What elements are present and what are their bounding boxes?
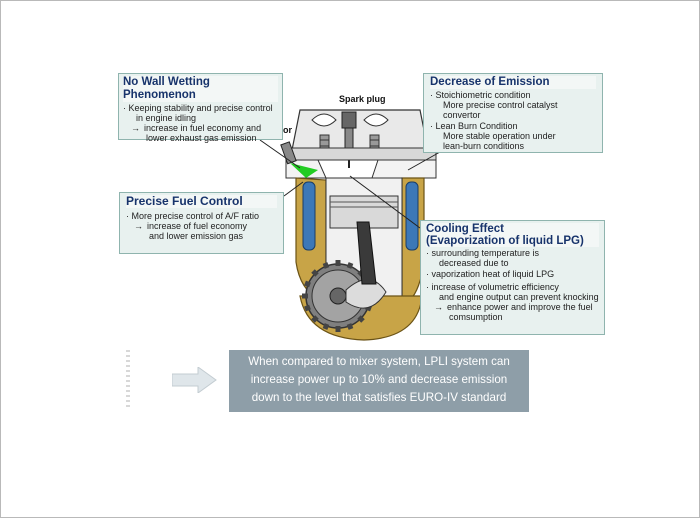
- callout-line: · increase of volumetric efficiency: [426, 282, 559, 292]
- callout-result-text: enhance power and improve the fuel: [447, 302, 593, 312]
- callout-line: · vaporization heat of liquid LPG: [426, 269, 555, 279]
- callout-title: Cooling Effect: [426, 223, 599, 235]
- callout-line: in engine idling: [136, 113, 197, 123]
- coolant-right: [405, 181, 419, 251]
- arrow-right-icon: →: [434, 302, 443, 312]
- callout-result-text: increase of fuel economy: [147, 221, 248, 231]
- connecting-rod: [356, 221, 377, 285]
- callout-no-wall-wetting: No Wall Wetting Phenomenon · Keeping sta…: [118, 73, 283, 143]
- callout-title: Precise Fuel Control: [126, 195, 277, 208]
- callout-precise-fuel-control: Precise Fuel Control · More precise cont…: [119, 192, 284, 254]
- callout-line: · Lean Burn Condition: [430, 121, 518, 131]
- summary-line: down to the level that satisfies EURO-IV…: [251, 391, 507, 404]
- coolant-left: [302, 181, 316, 251]
- crank-counterweight: [345, 279, 387, 309]
- connector-fuel: [283, 181, 304, 197]
- callout-result: → enhance power and improve the fuel: [426, 302, 599, 312]
- cam-right: [363, 113, 389, 127]
- callout-result-text: lower exhaust gas emission: [146, 133, 257, 143]
- connector-wall: [259, 139, 301, 169]
- callout-line: · More precise control of A/F ratio: [126, 211, 260, 221]
- callout-decrease-emission: Decrease of Emission · Stoichiometric co…: [423, 73, 603, 153]
- callout-line: More precise control catalyst convertor: [443, 100, 558, 120]
- callout-result: → increase of fuel economy: [126, 221, 277, 231]
- summary-line: increase power up to 10% and decrease em…: [250, 373, 508, 386]
- cylinder-head-cover: [291, 109, 429, 151]
- callout-result-text: increase in fuel economy and: [144, 123, 262, 133]
- injector-label: or: [283, 125, 292, 135]
- callout-result: → increase in fuel economy and: [123, 123, 278, 133]
- arrow-right-icon: [172, 367, 217, 393]
- summary-line: When compared to mixer system, LPLI syst…: [248, 355, 510, 368]
- callout-title: No Wall Wetting Phenomenon: [123, 76, 278, 102]
- cam-left: [311, 113, 337, 127]
- callout-line: · Keeping stability and precise control: [123, 103, 273, 113]
- exhaust-port: [371, 159, 437, 179]
- arrow-right-icon: →: [134, 221, 143, 231]
- summary-box: When compared to mixer system, LPLI syst…: [229, 350, 529, 412]
- callout-line: · Stoichiometric condition: [430, 90, 531, 100]
- spark-plug-label: Spark plug: [339, 94, 386, 104]
- callout-line: · surrounding temperature is: [426, 248, 540, 258]
- gear-icon: [302, 260, 374, 332]
- callout-line: lean-burn conditions: [443, 141, 525, 151]
- callout-subtitle: (Evaporization of liquid LPG): [426, 235, 599, 247]
- callout-cooling-effect: Cooling Effect (Evaporization of liquid …: [420, 220, 605, 335]
- connector-emission: [407, 151, 441, 171]
- callout-title: Decrease of Emission: [430, 76, 596, 89]
- callout-line: decreased due to: [439, 258, 509, 268]
- fuel-spray: [290, 163, 318, 178]
- callout-result-text: and lower emission gas: [149, 231, 244, 241]
- callout-line: and engine output can prevent knocking: [439, 292, 599, 302]
- connector-cooling: [349, 175, 421, 229]
- head-gasket: [285, 147, 437, 161]
- callout-result-text: comsumption: [449, 312, 503, 322]
- arrow-right-icon: →: [131, 123, 140, 133]
- callout-line: More stable operation under: [443, 131, 556, 141]
